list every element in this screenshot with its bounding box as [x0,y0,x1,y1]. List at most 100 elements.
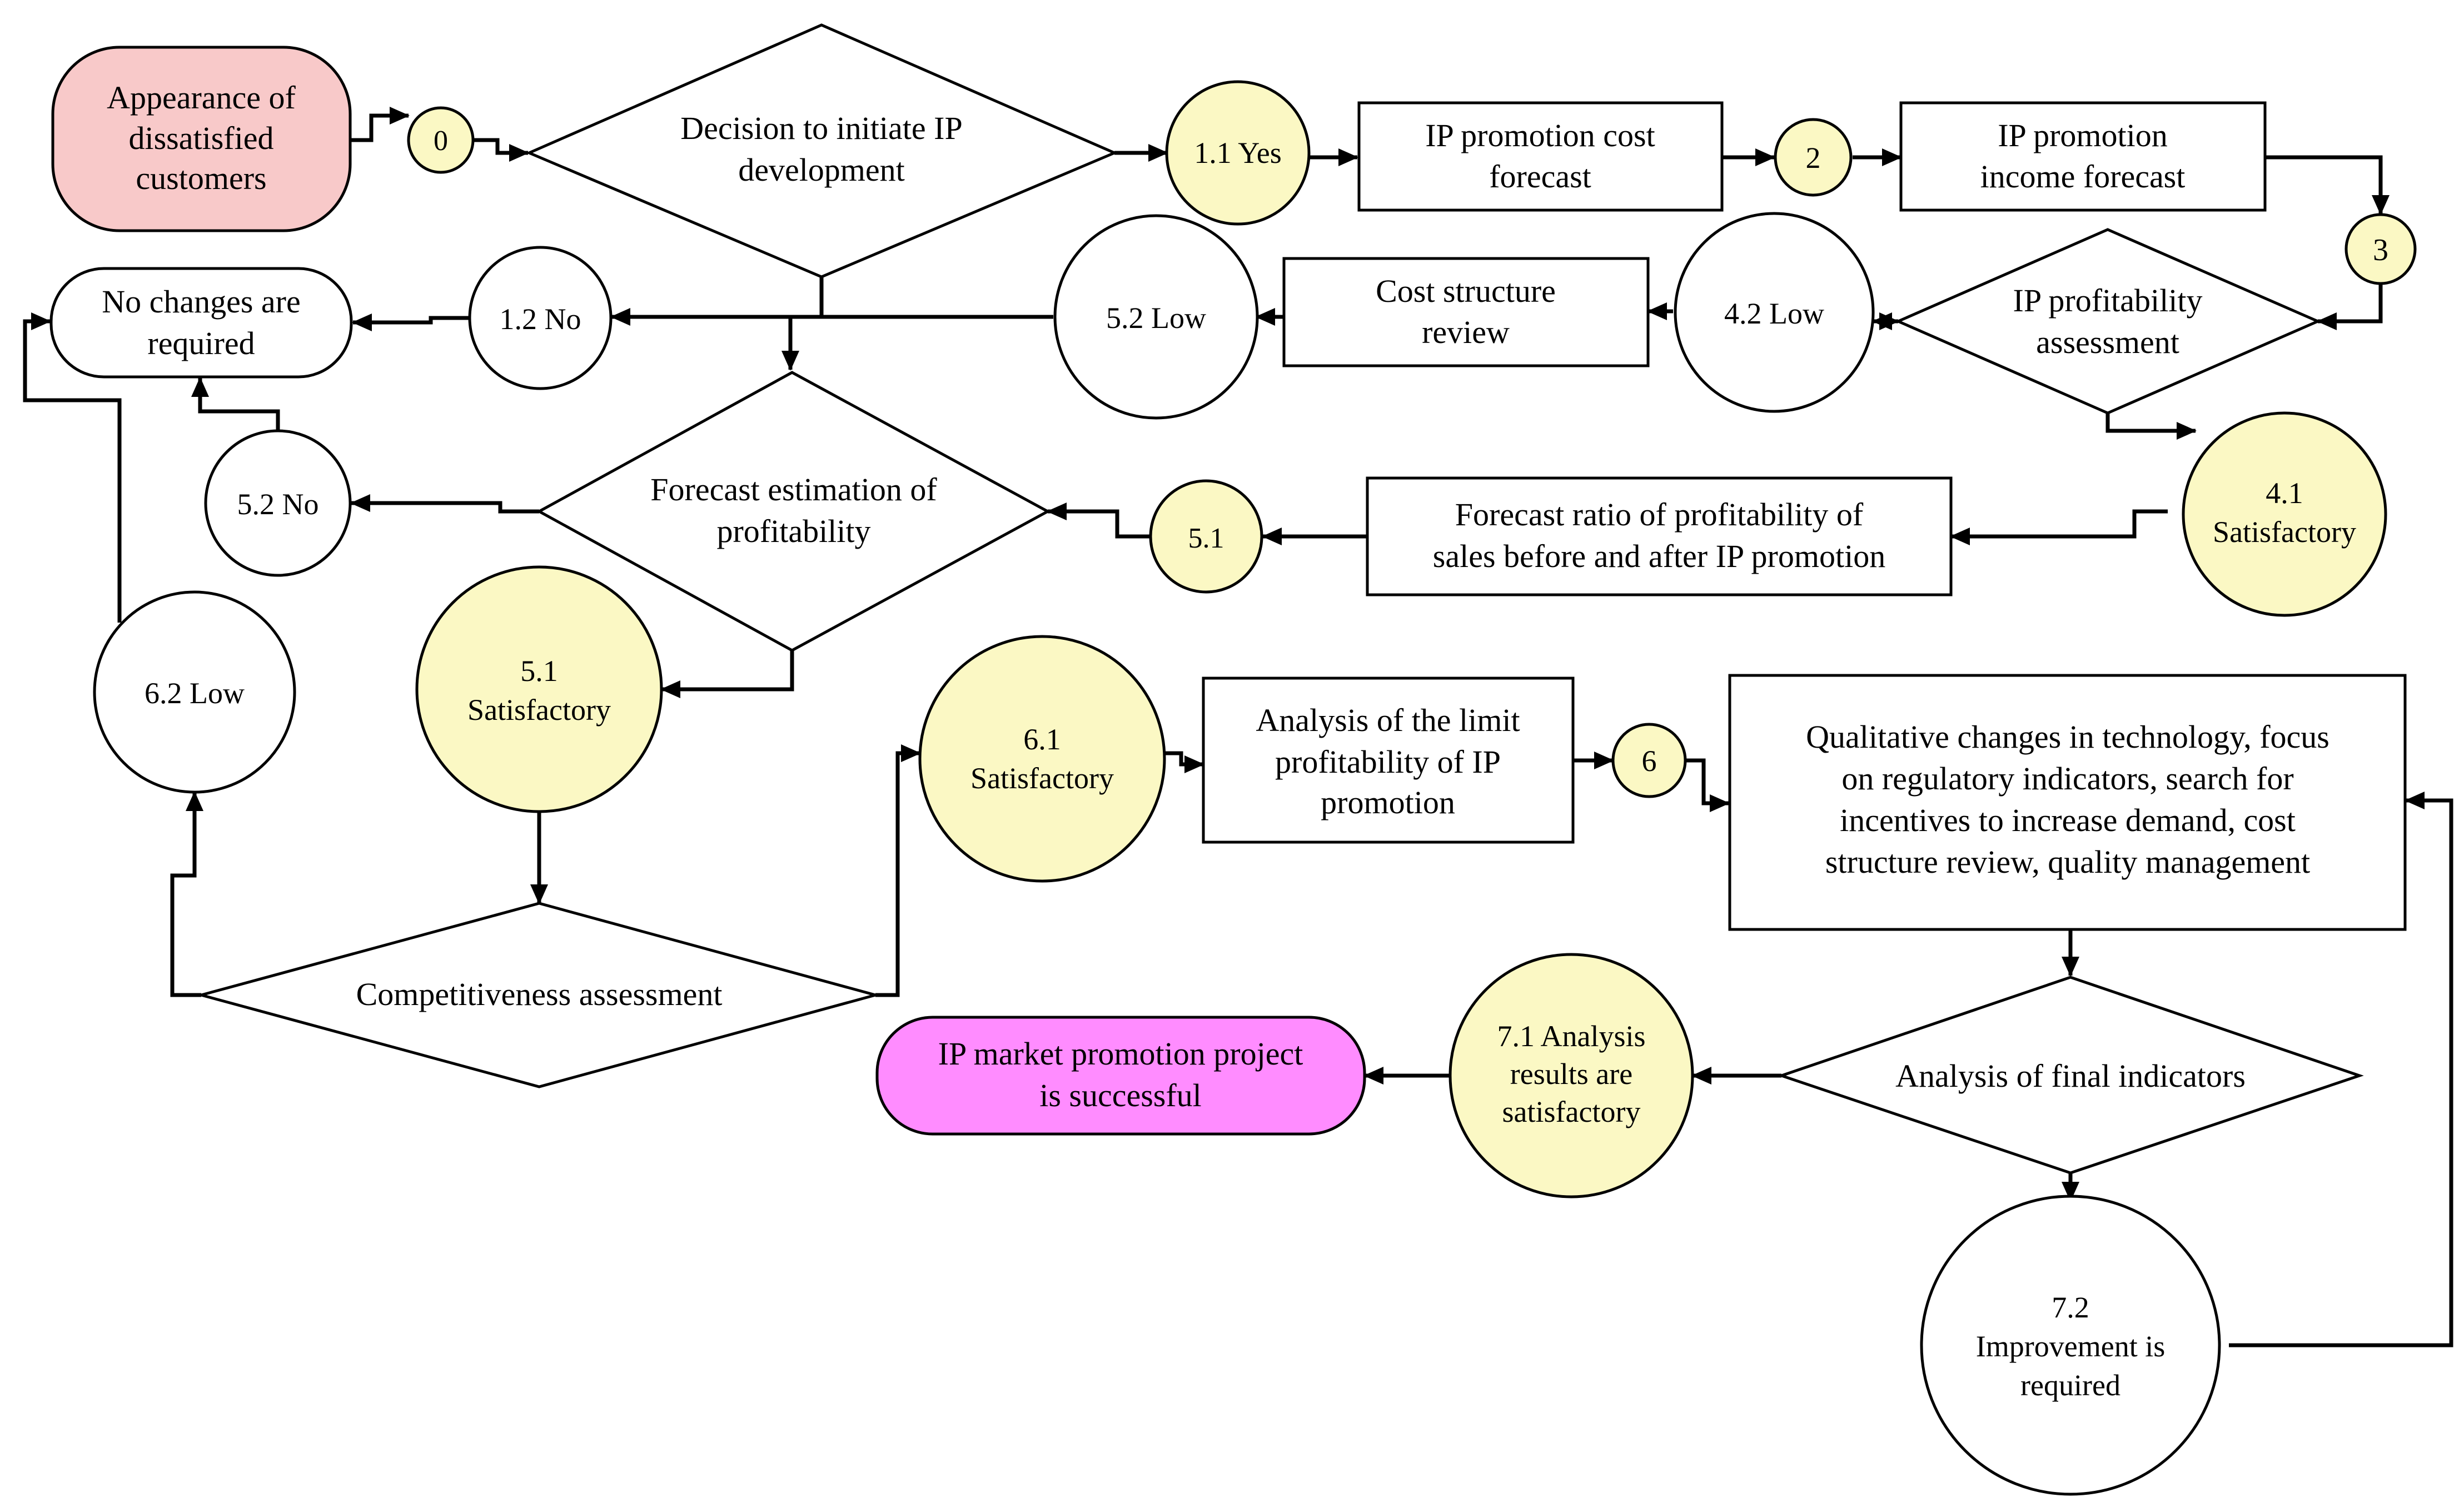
edge-start-to-0 [350,107,410,142]
limit-analysis-line-3: promotion [1321,784,1455,820]
connector-0-label: 0 [434,125,448,157]
improvement-7-2-line-3: required [2020,1369,2120,1402]
profitability-assessment-line-2: assessment [2036,324,2179,360]
satisfactory-6-1-line-2: Satisfactory [970,762,1114,795]
start-node-line-2: dissatisfied [129,120,274,156]
satisfactory-4-1-line-2: Satisfactory [2213,515,2356,549]
cost-structure-box: Cost structure review [1282,257,1650,367]
profitability-assessment-line-1: IP profitability [2013,282,2203,319]
satisfactory-5-1: 5.1 Satisfactory [415,565,663,813]
income-forecast-box: IP promotion income forecast [1899,101,2267,212]
no-changes-node: No changes are required [49,267,353,379]
cost-structure-line-1: Cost structure [1376,273,1556,309]
connectors [23,107,2453,1347]
connector-2-label: 2 [1806,141,1821,175]
connector-6: 6 [1611,723,1687,798]
satisfactory-7-1-line-1: 7.1 Analysis [1497,1019,1645,1053]
connector-3-label: 3 [2373,233,2388,267]
edge-1.2-to-nochanges [352,314,470,331]
end-node-line-2: is successful [1039,1077,1202,1113]
edge-6.2-to-nochanges [23,312,122,623]
no-1-2: 1.2 No [468,246,613,390]
qualitative-changes-box: Qualitative changes in technology, focus… [1728,674,2407,931]
forecast-estimation-diamond: Forecast estimation of profitability [536,371,1051,652]
low-5-2: 5.2 Low [1053,214,1259,420]
competitiveness-diamond: Competitiveness assessment [196,902,881,1088]
edge-4.1-to-ratio [1950,509,2168,545]
satisfactory-4-1-line-1: 4.1 [2266,476,2303,510]
qualitative-line-4: structure review, quality management [1825,844,2310,880]
decision-initiate-line-2: development [738,152,905,188]
ratio-forecast-line-2: sales before and after IP promotion [1433,538,1885,574]
ratio-forecast-box: Forecast ratio of profitability of sales… [1366,476,1953,596]
connector-0: 0 [407,106,475,174]
start-node: Appearance of dissatisfied customers [51,46,352,232]
satisfactory-7-1-line-3: satisfactory [1502,1095,1641,1128]
connector-5-1: 5.1 [1149,479,1263,594]
decision-initiate-line-1: Decision to initiate IP [680,110,962,146]
satisfactory-6-1: 6.1 Satisfactory [918,635,1166,883]
satisfactory-4-1: 4.1 Satisfactory [2182,411,2387,617]
edge-income-to-3 [2265,155,2390,215]
low-4-2: 4.2 Low [1674,212,1875,413]
edge-6-to-qualitative [1685,758,1730,812]
connector-6-label: 6 [1642,744,1657,778]
forecast-estimation-line-1: Forecast estimation of [650,471,937,508]
profitability-assessment-diamond: IP profitability assessment [1894,228,2322,415]
connector-2: 2 [1774,118,1853,197]
edge-5.1-to-forecast [1047,503,1152,539]
cost-forecast-line-2: forecast [1489,158,1591,195]
satisfactory-7-1-line-2: results are [1510,1057,1632,1091]
satisfactory-5-1-line-2: Satisfactory [467,693,611,727]
yes-1-1: 1.1 Yes [1165,80,1311,226]
no-1-2-label: 1.2 No [500,302,581,336]
edge-0-to-decision [473,138,529,162]
no-5-2-label: 5.2 No [237,488,319,521]
no-5-2: 5.2 No [204,429,352,577]
income-forecast-line-2: income forecast [1980,158,2186,195]
edge-comp-to-6.1 [875,744,921,997]
end-node-line-1: IP market promotion project [938,1036,1303,1072]
limit-analysis-line-1: Analysis of the limit [1256,702,1520,738]
improvement-7-2-line-2: Improvement is [1976,1330,2165,1363]
yes-1-1-label: 1.1 Yes [1194,136,1282,170]
limit-analysis-line-2: profitability of IP [1275,744,1501,780]
end-node: IP market promotion project is successfu… [875,1016,1366,1136]
improvement-7-2-line-1: 7.2 [2052,1291,2089,1324]
low-6-2-label: 6.2 Low [145,677,245,710]
satisfactory-6-1-line-1: 6.1 [1023,723,1061,756]
edge-3-to-profit [2317,284,2383,330]
cost-forecast-box: IP promotion cost forecast [1357,101,1724,212]
edge-comp-to-6.2 [170,791,203,997]
improvement-7-2: 7.2 Improvement is required [1920,1195,2221,1496]
final-analysis-diamond: Analysis of final indicators [1777,976,2364,1175]
low-4-2-label: 4.2 Low [1724,297,1824,330]
limit-analysis-box: Analysis of the limit profitability of I… [1202,677,1575,844]
decision-initiate-ip: Decision to initiate IP development [525,23,1118,278]
qualitative-line-2: on regulatory indicators, search for [1841,760,2293,797]
edge-6.1-to-limit [1164,751,1204,773]
edge-profit-to-4.1 [2105,413,2197,440]
edge-5.2no-to-nochanges [191,377,280,434]
start-node-line-3: customers [136,160,266,196]
connector-3: 3 [2344,213,2417,285]
final-analysis-label: Analysis of final indicators [1895,1058,2246,1094]
ratio-forecast-line-1: Forecast ratio of profitability of [1455,496,1864,533]
edge-forecast-to-5.2no [350,494,539,514]
edge-forecast-to-5.1sat [660,650,794,698]
no-changes-line-2: required [147,325,255,361]
start-node-line-1: Appearance of [107,79,296,116]
income-forecast-line-1: IP promotion [1998,117,2168,153]
nodes: Appearance of dissatisfied customers 0 D… [49,23,2417,1496]
competitiveness-label: Competitiveness assessment [356,976,723,1012]
cost-structure-line-2: review [1422,314,1510,350]
connector-5-1-label: 5.1 [1188,523,1224,554]
satisfactory-5-1-line-1: 5.1 [520,654,558,688]
satisfactory-7-1: 7.1 Analysis results are satisfactory [1448,953,1694,1198]
cost-forecast-line-1: IP promotion cost [1425,117,1655,153]
qualitative-line-1: Qualitative changes in technology, focus [1806,719,2329,755]
forecast-estimation-line-2: profitability [716,513,870,549]
low-6-2: 6.2 Low [93,590,296,794]
edge-7.2-to-qualitative [2229,792,2453,1347]
